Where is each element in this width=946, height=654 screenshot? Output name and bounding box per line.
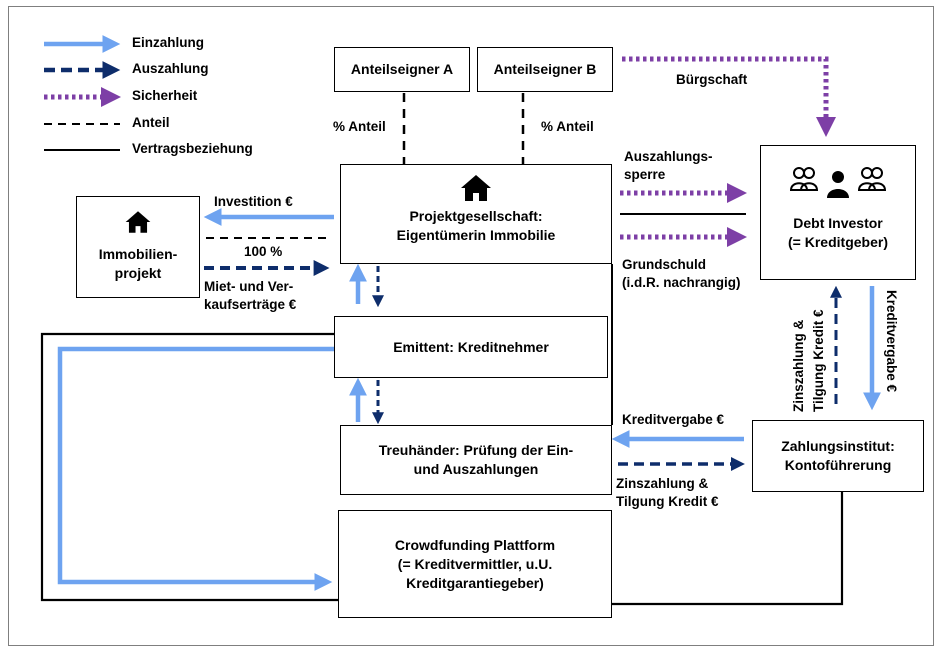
kreditvergabe-vertical-label: Kreditvergabe € (884, 290, 899, 393)
legend-auszahlung-label: Auszahlung (132, 61, 209, 76)
anteil-a-label: % Anteil (333, 119, 386, 134)
contract-loop-right-line (612, 492, 844, 606)
legend-sicherheit-label: Sicherheit (132, 88, 198, 103)
grundschuld-label-1: Grundschuld (622, 257, 706, 272)
zinszahlung-h-label-2: Tilgung Kredit € (616, 494, 719, 509)
zahlungsinstitut-line1: Zahlungsinstitut: (781, 438, 895, 454)
buergschaft-label: Bürgschaft (676, 72, 748, 87)
investition-label: Investition € (214, 194, 293, 209)
anteilseigner-a-box: Anteilseigner A (334, 47, 470, 92)
contract-loop-line (40, 332, 338, 602)
zahlungsinstitut-box: Zahlungsinstitut: Kontoführerung (752, 420, 924, 492)
grundschuld-label-2: (i.d.R. nachrangig) (622, 275, 741, 290)
mieterträge-label-2: kaufserträge € (204, 297, 297, 312)
immobilienprojekt-box: Immobilien- projekt (76, 196, 200, 298)
crowdfunding-line3: Kreditgarantiegeber) (406, 574, 544, 591)
treuhaender-box: Treuhänder: Prüfung der Ein- und Auszahl… (340, 425, 612, 495)
buergschaft-arrow (622, 56, 836, 138)
emittent-box: Emittent: Kreditnehmer (334, 316, 608, 378)
house-icon (125, 211, 151, 233)
legend-einzahlung-label: Einzahlung (132, 35, 204, 50)
immobilienprojekt-line1: Immobilien- (98, 246, 178, 262)
diagram-frame (8, 6, 934, 646)
kreditvergabe-h-label: Kreditvergabe € (622, 412, 725, 427)
auszahlungssperre-label-1: Auszahlungs- (624, 149, 713, 164)
projektgesellschaft-line1: Projektgesellschaft: (409, 208, 543, 224)
projektgesellschaft-box: Projektgesellschaft: Eigentümerin Immobi… (340, 164, 612, 264)
immobilienprojekt-line2: projekt (114, 265, 162, 281)
debt-investor-box: Debt Investor (= Kreditgeber) (760, 145, 916, 280)
treuhaender-line1: Treuhänder: Prüfung der Ein- (378, 442, 574, 458)
crowdfunding-line2: (= Kreditvermittler, u.U. (397, 555, 553, 572)
anteilseigner-b-box: Anteilseigner B (477, 47, 613, 92)
legend-anteil-label: Anteil (132, 115, 170, 130)
debt-investor-line1: Debt Investor (793, 215, 883, 231)
anteil-b-label: % Anteil (541, 119, 594, 134)
treuhaender-line2: und Auszahlungen (413, 461, 539, 477)
projektgesellschaft-line2: Eigentümerin Immobilie (396, 227, 556, 243)
auszahlungssperre-label-2: sperre (624, 167, 666, 182)
zinszahlung-vertical-label-2: Tilgung Kredit € (811, 309, 826, 412)
legend-vertrag-label: Vertragsbeziehung (132, 141, 253, 156)
group-person-icon (789, 167, 887, 198)
zahlungsinstitut-line2: Kontoführerung (784, 457, 892, 473)
crowdfunding-box: Crowdfunding Plattform (= Kreditvermittl… (338, 510, 612, 618)
zinszahlung-vertical-label-1: Zinszahlung & (791, 319, 806, 412)
emittent-to-crowdfunding-arrow (57, 346, 334, 591)
mieterträge-label-1: Miet- und Ver- (204, 279, 294, 294)
anteilseigner-a-label: Anteilseigner A (350, 61, 454, 77)
crowdfunding-line1: Crowdfunding Plattform (394, 536, 556, 553)
anteilseigner-b-label: Anteilseigner B (493, 61, 597, 77)
zinszahlung-h-label-1: Zinszahlung & (616, 476, 709, 491)
debt-investor-line2: (= Kreditgeber) (788, 234, 888, 250)
emittent-label: Emittent: Kreditnehmer (393, 338, 549, 355)
house-icon (461, 175, 491, 201)
hundert-label: 100 % (244, 244, 283, 259)
